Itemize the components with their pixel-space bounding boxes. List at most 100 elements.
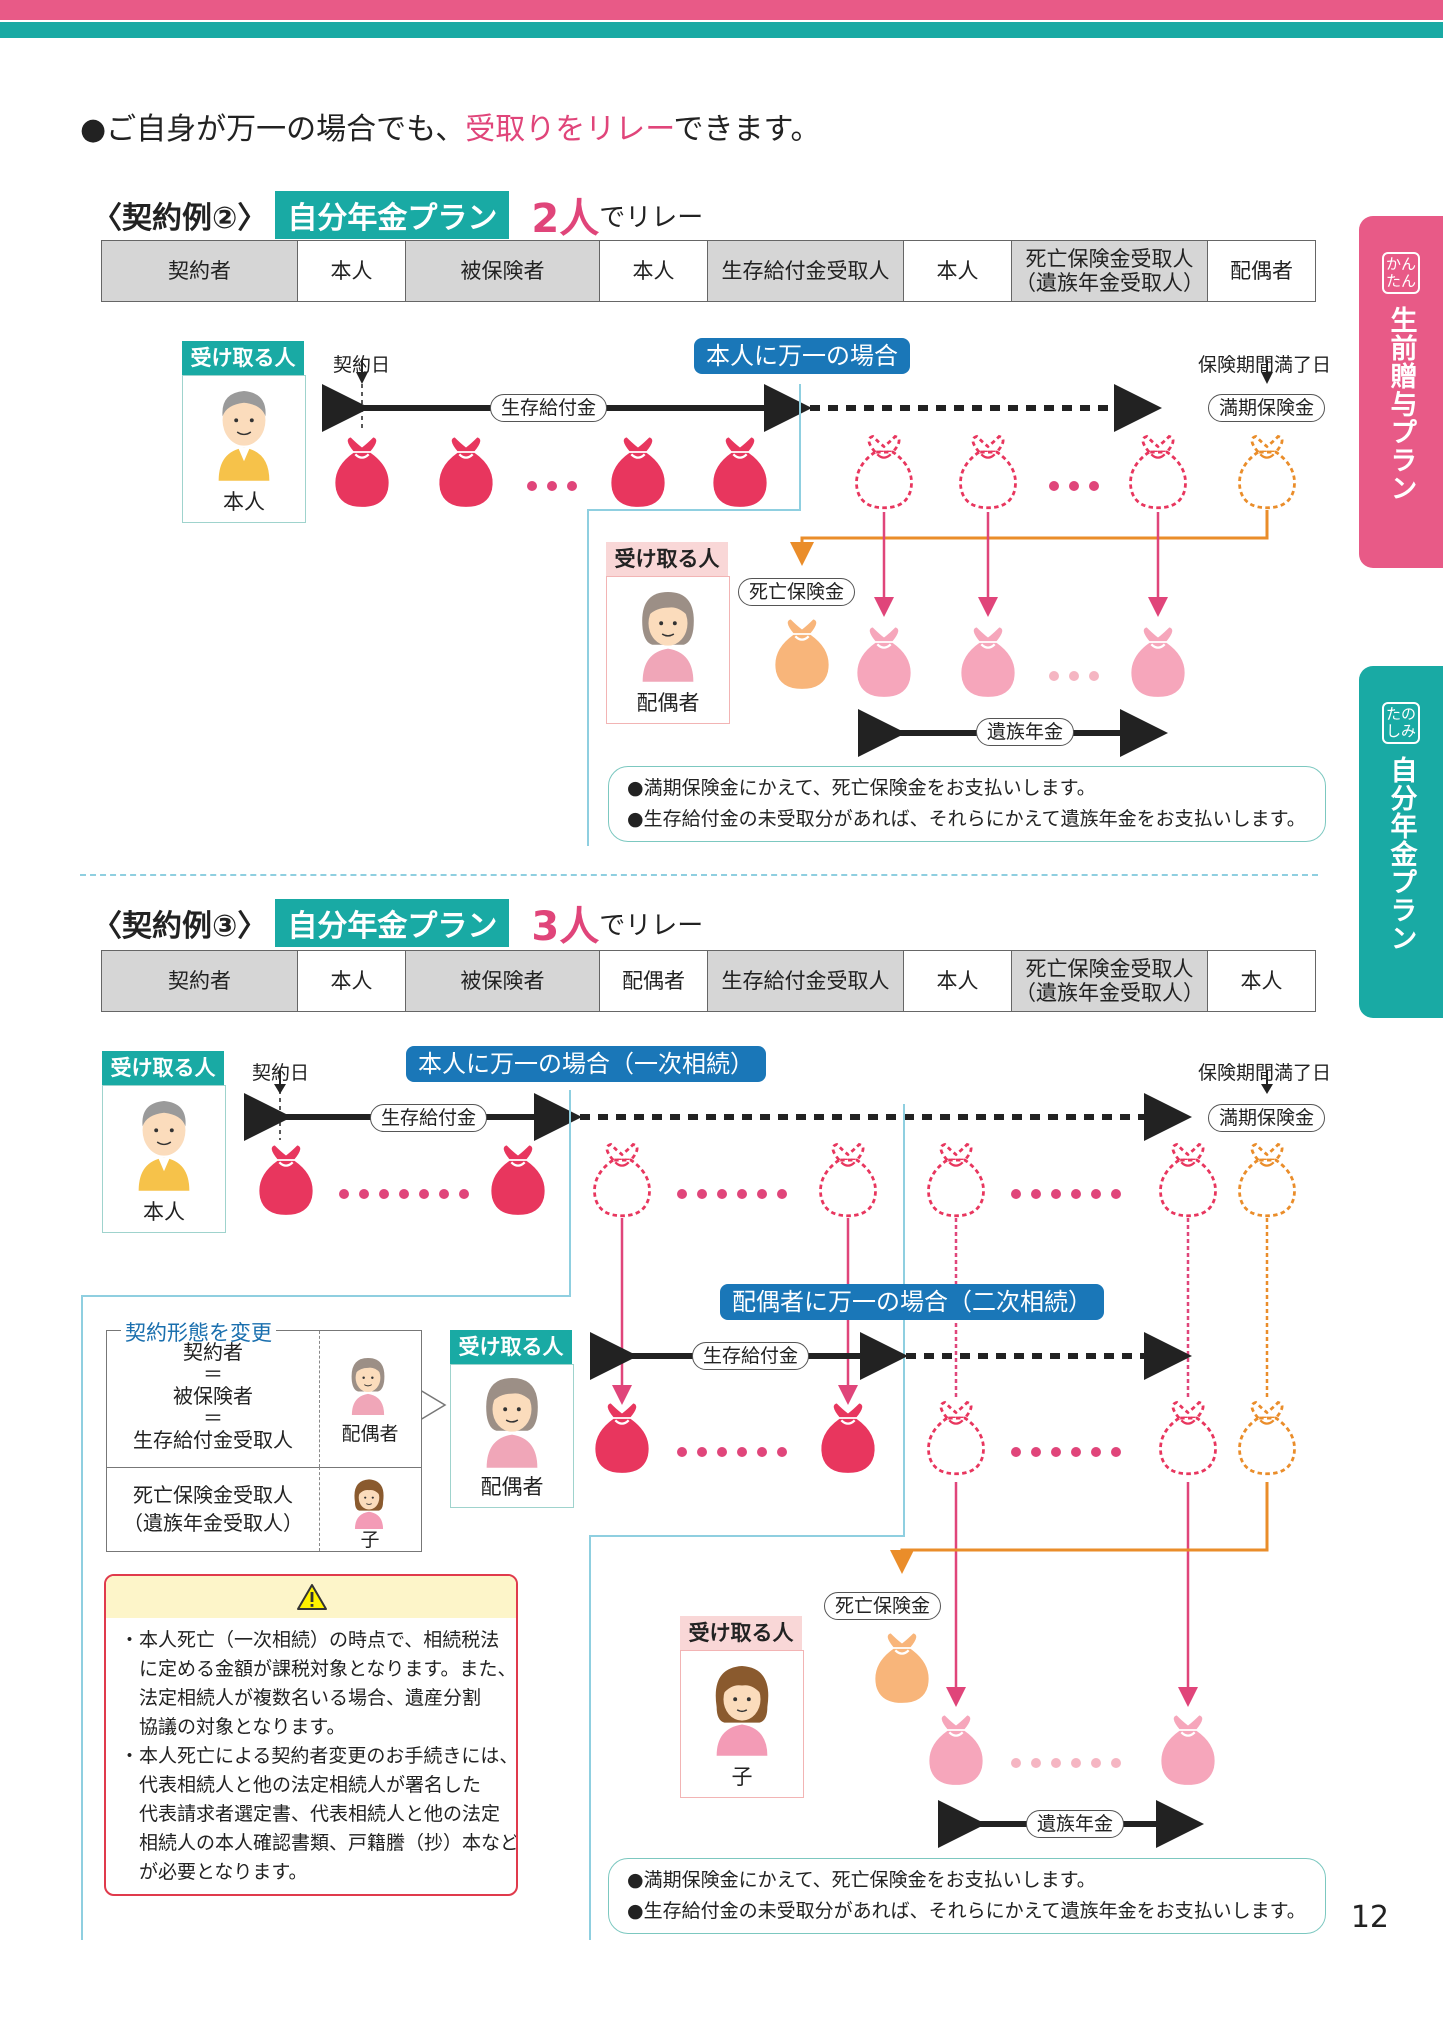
ex2-contract-table: 契約者 本人 被保険者 本人 生存給付金受取人 本人 死亡保険金受取人 （遺族年… [101, 240, 1316, 302]
ex2-section-title: 〈契約例②〉 自分年金プラン 2人 でリレー [92, 186, 703, 244]
contract-change-title: 契約形態を変更 [121, 1317, 276, 1347]
money-bag-outline-icon [1154, 1398, 1222, 1476]
table-value: 本人 [297, 240, 406, 302]
section-divider [80, 874, 1318, 876]
ex2-person1-card: 本人 [182, 375, 306, 523]
intro-text: ●ご自身が万一の場合でも、受取りをリレーできます。 [80, 104, 820, 148]
ex2-death-benefit-label: 死亡保険金 [738, 578, 856, 606]
ex3-receiver-label: 受け取る人 [102, 1051, 224, 1085]
ex2-receiver-label: 受け取る人 [182, 341, 304, 375]
ex3-person2-card: 配偶者 [450, 1364, 574, 1508]
side-tab-label: 生前贈与プラン [1385, 306, 1417, 502]
ex3-death-benefit-label: 死亡保険金 [824, 1592, 942, 1620]
ex3-maturity-day: 保険期間満了日 [1198, 1062, 1332, 1084]
change-person2: 子 [360, 1529, 380, 1551]
ex3-person3-name: 子 [731, 1765, 753, 1789]
ex2-maturity-day: 保険期間満了日 [1198, 354, 1332, 376]
elderly-woman-avatar [343, 1353, 393, 1415]
elderly-man-avatar [125, 1092, 203, 1192]
ex2-receiver2-label: 受け取る人 [606, 542, 728, 576]
ex2-person-count: 2人 [531, 196, 600, 242]
money-bag-outline-icon [922, 1140, 990, 1218]
ex3-person1-card: 本人 [102, 1085, 226, 1233]
money-bag-icon [252, 1140, 320, 1218]
ex2-notes-box: ●満期保険金にかえて、死亡保険金をお支払いします。 ●生存給付金の未受取分があれ… [608, 766, 1326, 842]
note-line: ●満期保険金にかえて、死亡保険金をお支払いします。 [627, 1869, 1096, 1891]
ex3-warning-box: ・本人死亡（一次相続）の時点で、相続税法 に定める金額が課税対象となります。また… [104, 1574, 518, 1896]
table-value: 配偶者 [599, 950, 708, 1012]
money-bag-outline-icon [1233, 1398, 1301, 1476]
ex3-contract-day: 契約日 [252, 1062, 310, 1084]
ex3-contract-table: 契約者 本人 被保険者 配偶者 生存給付金受取人 本人 死亡保険金受取人 （遺族… [101, 950, 1316, 1012]
ex3-receiver2-label: 受け取る人 [450, 1330, 572, 1364]
side-tab-badge: かんたん [1382, 252, 1420, 294]
ex2-example-label: 〈契約例②〉 [92, 201, 268, 236]
top-accent-bar-pink [0, 0, 1443, 20]
note-line: ●生存給付金の未受取分があれば、それらにかえて遺族年金をお支払いします。 [627, 808, 1306, 830]
intro-highlight: 受取りをリレー [465, 112, 674, 147]
money-bag-icon [588, 1398, 656, 1476]
ex3-relay-text: でリレー [599, 910, 704, 941]
side-tab-gift-plan[interactable]: かんたん 生前贈与プラン [1359, 216, 1443, 568]
ex3-event1-label: 本人に万一の場合（一次相続） [406, 1046, 766, 1082]
warning-item: ・本人死亡（一次相続）の時点で、相続税法 に定める金額が課税対象となります。また… [120, 1629, 517, 1738]
warning-icon [297, 1584, 327, 1610]
ex2-person2-card: 配偶者 [606, 576, 730, 724]
ex3-survivor-pension-label: 遺族年金 [1026, 1810, 1125, 1838]
table-key: 死亡保険金受取人 （遺族年金受取人） [1011, 240, 1208, 302]
change-roles2: 死亡保険金受取人 （遺族年金受取人） [123, 1483, 303, 1535]
page-number: 12 [1350, 1900, 1389, 1935]
table-key: 被保険者 [405, 240, 600, 302]
ex3-plan-badge: 自分年金プラン [275, 899, 510, 947]
money-bag-icon [868, 1628, 936, 1706]
intro-prefix: ●ご自身が万一の場合でも、 [80, 112, 466, 147]
warning-item: ・本人死亡による契約者変更のお手続きには、 代表相続人と他の法定相続人が署名した… [120, 1745, 518, 1883]
table-key: 契約者 [101, 950, 298, 1012]
ex3-person3-card: 子 [680, 1650, 804, 1798]
table-key: 契約者 [101, 240, 298, 302]
ex2-plan-badge: 自分年金プラン [275, 191, 510, 239]
money-bag-icon [1154, 1710, 1222, 1788]
warning-header [106, 1576, 516, 1618]
change-person1: 配偶者 [341, 1423, 399, 1445]
money-bag-outline-icon [588, 1140, 656, 1218]
money-bag-icon [922, 1710, 990, 1788]
ex3-person1-name: 本人 [143, 1200, 185, 1224]
side-tab-label: 自分年金プラン [1385, 756, 1417, 952]
elderly-woman-avatar [473, 1369, 551, 1469]
note-line: ●満期保険金にかえて、死亡保険金をお支払いします。 [627, 777, 1096, 799]
table-value: 本人 [599, 240, 708, 302]
intro-suffix: できます。 [673, 112, 821, 147]
ex3-survival-benefit-label: 生存給付金 [370, 1104, 488, 1132]
child-avatar [703, 1657, 781, 1757]
table-value: 本人 [903, 950, 1012, 1012]
table-value: 本人 [297, 950, 406, 1012]
ex2-survivor-pension-label: 遺族年金 [976, 718, 1075, 746]
top-accent-bar-teal [0, 22, 1443, 38]
money-bag-outline-icon [814, 1140, 882, 1218]
money-bag-icon [814, 1398, 882, 1476]
side-tab-pension-plan[interactable]: たのしみ 自分年金プラン [1359, 666, 1443, 1018]
ex2-relay-text: でリレー [599, 202, 704, 233]
ex2-event-label: 本人に万一の場合 [694, 338, 910, 374]
ex2-person2-name: 配偶者 [636, 691, 700, 715]
table-value: 本人 [903, 240, 1012, 302]
table-value: 配偶者 [1207, 240, 1316, 302]
money-bag-outline-icon [922, 1398, 990, 1476]
table-key: 被保険者 [405, 950, 600, 1012]
ex3-person-count: 3人 [531, 904, 600, 950]
side-tab-badge: たのしみ [1382, 702, 1420, 744]
money-bag-icon [484, 1140, 552, 1218]
table-key: 死亡保険金受取人 （遺族年金受取人） [1011, 950, 1208, 1012]
note-line: ●生存給付金の未受取分があれば、それらにかえて遺族年金をお支払いします。 [627, 1900, 1306, 1922]
ex3-maturity-benefit-label: 満期保険金 [1208, 1104, 1326, 1132]
ex2-person1-name: 本人 [223, 490, 265, 514]
ex3-person2-name: 配偶者 [480, 1475, 544, 1499]
ex2-contract-day: 契約日 [333, 354, 391, 376]
ex3-notes-box: ●満期保険金にかえて、死亡保険金をお支払いします。 ●生存給付金の未受取分があれ… [608, 1858, 1326, 1934]
ex3-survival-benefit2-label: 生存給付金 [692, 1342, 810, 1370]
ex3-event2-label: 配偶者に万一の場合（二次相続） [720, 1284, 1104, 1320]
child-avatar [347, 1475, 391, 1529]
table-value: 本人 [1207, 950, 1316, 1012]
ex3-contract-change-box: 契約形態を変更 契約者 ＝ 被保険者 ＝ 生存給付金受取人 配偶者 死亡保険金受… [106, 1317, 422, 1552]
